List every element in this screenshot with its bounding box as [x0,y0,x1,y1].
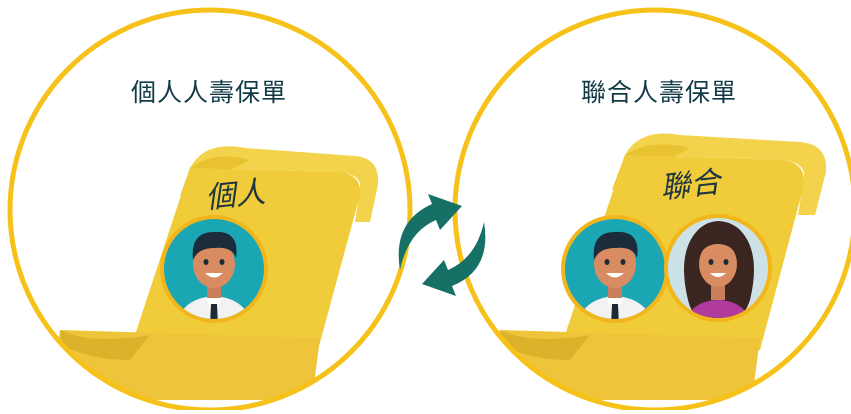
man-avatar-left [160,215,268,323]
swap-arrows-icon [398,194,486,296]
right-panel [452,7,851,413]
right-panel-title: 聯合人壽保單 [580,78,737,107]
man-avatar-right [561,215,669,323]
left-panel-title: 個人人壽保單 [130,78,287,107]
left-scroll-script: 個人 [203,174,268,217]
right-scroll-script: 聯合 [658,164,723,207]
woman-avatar [664,214,772,322]
